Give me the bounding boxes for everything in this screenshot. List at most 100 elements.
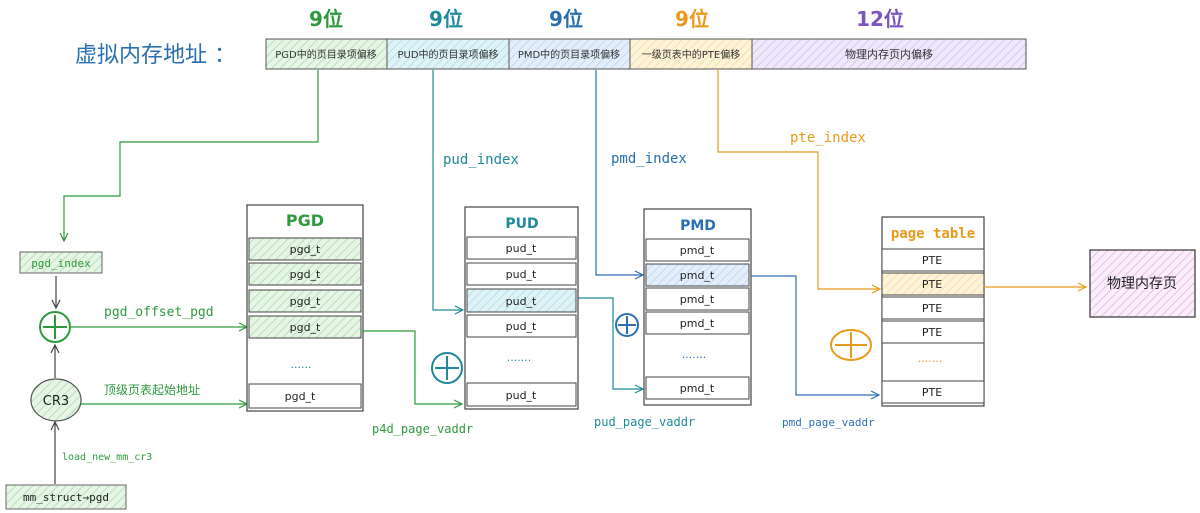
pud-table: PUD pud_t pud_t pud_t pud_t ....... pud_…: [464, 206, 579, 410]
pmd-index-label: pmd_index: [611, 151, 687, 167]
bits-label-pgd: 9位: [309, 7, 343, 31]
pud-page-vaddr-label: pud_page_vaddr: [594, 415, 695, 429]
pgd-row-label: pgd_t: [290, 295, 321, 308]
cr3-node: [30, 378, 82, 422]
pgd-row-label: pgd_t: [290, 268, 321, 281]
bits-label-offset: 12位: [856, 7, 904, 31]
pud-ellipsis: .......: [507, 351, 531, 364]
arrow-icon: [50, 420, 60, 431]
pgd-table: PGD pgd_t pgd_t pgd_t pgd_t ...... pgd_t: [246, 204, 364, 412]
pmd-page-vaddr-label: pmd_page_vaddr: [782, 416, 875, 429]
arrow-icon: [454, 305, 465, 315]
pud-row: [466, 314, 577, 338]
pgd-row-label: pgd_t: [285, 390, 316, 403]
pte-index-line: [717, 70, 879, 290]
plus-circle-icon: [39, 311, 71, 343]
pmd-row-label: pmd_t: [680, 244, 715, 257]
pte-row-label: PTE: [922, 326, 942, 339]
pmd-table: PMD pmd_t pmd_t pmd_t pmd_t pmd_t ......…: [643, 208, 752, 406]
field-offset-label: 物理内存页内偏移: [845, 47, 933, 61]
pgd-row: [248, 315, 362, 339]
physical-page-box: [1089, 249, 1196, 318]
mm-struct-label: mm_struct→pgd: [23, 491, 109, 504]
plus-circle-icon: [431, 352, 463, 384]
pud-table-title: PUD: [505, 216, 538, 232]
p4d-page-vaddr-label: p4d_page_vaddr: [372, 422, 473, 436]
plus-circle-icon: [615, 313, 639, 337]
field-pud: [386, 38, 510, 70]
pgd-row: [248, 289, 362, 313]
address-fields: PGD中的页目录项偏移 PUD中的页目录项偏移 PMD中的页目录项偏移 一级页表…: [265, 38, 1027, 70]
bits-label-pmd: 9位: [549, 7, 583, 31]
pud-page-vaddr-line: [578, 297, 642, 390]
arrow-icon: [51, 299, 61, 310]
pte-row-label: PTE: [922, 386, 942, 399]
pgd-offset-pgd-label: pgd_offset_pgd: [104, 305, 214, 320]
pmd-row-label: pmd_t: [680, 317, 715, 330]
arrow-icon: [1077, 282, 1088, 292]
field-pud-label: PUD中的页目录项偏移: [397, 48, 498, 61]
pmd-table-title: PMD: [680, 218, 716, 234]
pte-row-label: PTE: [922, 302, 942, 315]
pte-row-label: PTE: [922, 278, 942, 291]
pud-index-label: pud_index: [443, 152, 519, 168]
cr3-desc-label: 顶级页表起始地址: [104, 383, 200, 397]
pmd-row: [645, 376, 750, 400]
pgd-row: [248, 383, 362, 409]
pmd-page-vaddr-line: [751, 275, 878, 396]
field-offset: [751, 38, 1027, 70]
p4d-page-vaddr-line: [363, 330, 461, 405]
pte-row-label: PTE: [922, 254, 942, 267]
arrow-icon: [453, 399, 464, 409]
pte-row: [881, 272, 985, 296]
pgd-row: [248, 237, 362, 261]
physical-page-label: 物理内存页: [1107, 276, 1177, 292]
pgd-row-label: pgd_t: [290, 321, 321, 334]
pmd-row-label: pmd_t: [680, 382, 715, 395]
plus-circle-icon: [830, 329, 872, 361]
pmd-row: [645, 238, 750, 262]
pmd-ellipsis: .......: [682, 348, 706, 361]
field-pgd: [265, 38, 388, 70]
bits-label-pud: 9位: [429, 7, 463, 31]
pud-row-label: pud_t: [506, 295, 537, 308]
pmd-row-label: pmd_t: [680, 269, 715, 282]
pmd-row-label: pmd_t: [680, 293, 715, 306]
pud-row: [466, 236, 577, 260]
pmd-row: [645, 287, 750, 311]
pgd-row: [248, 262, 362, 286]
load-new-mm-cr3-label: load_new_mm_cr3: [62, 452, 152, 463]
pud-row-label: pud_t: [506, 242, 537, 255]
mm-struct-box: [5, 484, 127, 510]
arrow-icon: [634, 270, 645, 280]
pgd-row-label: pgd_t: [290, 243, 321, 256]
virtual-address-label: 虚拟内存地址 ：: [75, 43, 236, 68]
pte-row: [881, 380, 985, 404]
pgd-index-box-label: pgd_index: [31, 257, 91, 270]
pud-row: [466, 262, 577, 286]
pte-row: [881, 320, 985, 344]
arrow-icon: [50, 343, 60, 354]
pgd-table-title: PGD: [286, 211, 324, 230]
pte-ellipsis: .......: [918, 352, 942, 365]
pmd-index-line: [595, 70, 642, 276]
arrow-icon: [871, 284, 882, 294]
field-pte-label: 一级页表中的PTE偏移: [642, 48, 740, 61]
pte-index-label: pte_index: [790, 130, 866, 146]
pte-table-title: page table: [891, 226, 975, 242]
pud-row: [466, 382, 577, 407]
pmd-row: [645, 263, 750, 287]
pte-table: page table PTE PTE PTE PTE ....... PTE: [881, 216, 985, 407]
field-pmd-label: PMD中的页目录项偏移: [518, 48, 620, 61]
arrow-icon: [870, 390, 881, 400]
pgd-index-line: [63, 70, 319, 240]
pgd-ellipsis: ......: [291, 358, 312, 371]
arrow-icon: [634, 384, 645, 394]
pte-row: [881, 248, 985, 272]
bits-label-pte: 9位: [675, 7, 709, 31]
field-pgd-label: PGD中的页目录项偏移: [275, 48, 376, 61]
pmd-row: [645, 311, 750, 335]
pud-row-label: pud_t: [506, 389, 537, 402]
cr3-label: CR3: [43, 394, 69, 409]
